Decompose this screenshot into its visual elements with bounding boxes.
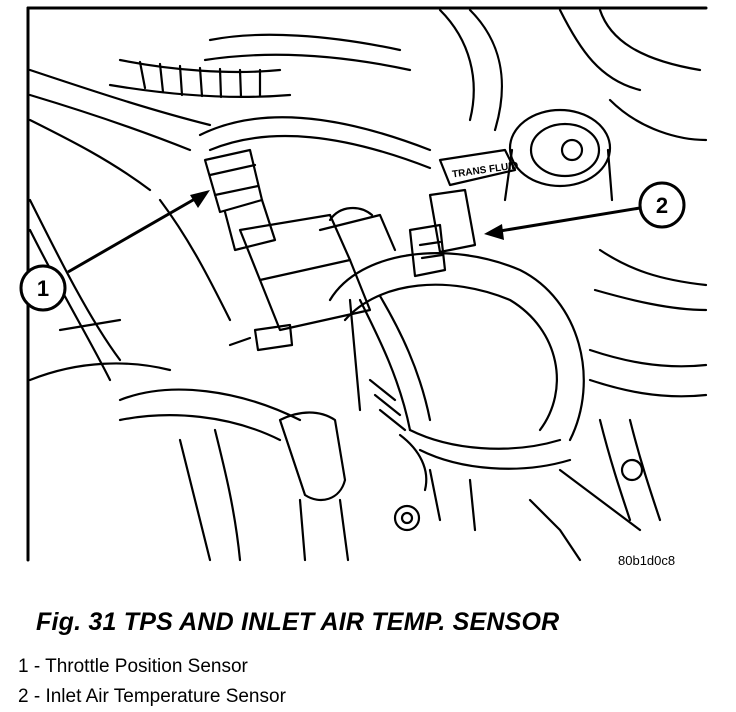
figure-reference-code: 80b1d0c8 <box>618 553 676 568</box>
legend-item-1: 1 - Throttle Position Sensor <box>18 656 248 677</box>
legend: 1 - Throttle Position Sensor 2 - Inlet A… <box>18 652 286 712</box>
callout-2-number: 2 <box>656 193 668 218</box>
legend-item-2: 2 - Inlet Air Temperature Sensor <box>18 686 286 707</box>
figure-title: Fig. 31 TPS AND INLET AIR TEMP. SENSOR <box>36 608 560 636</box>
callout-1-number: 1 <box>37 276 49 301</box>
